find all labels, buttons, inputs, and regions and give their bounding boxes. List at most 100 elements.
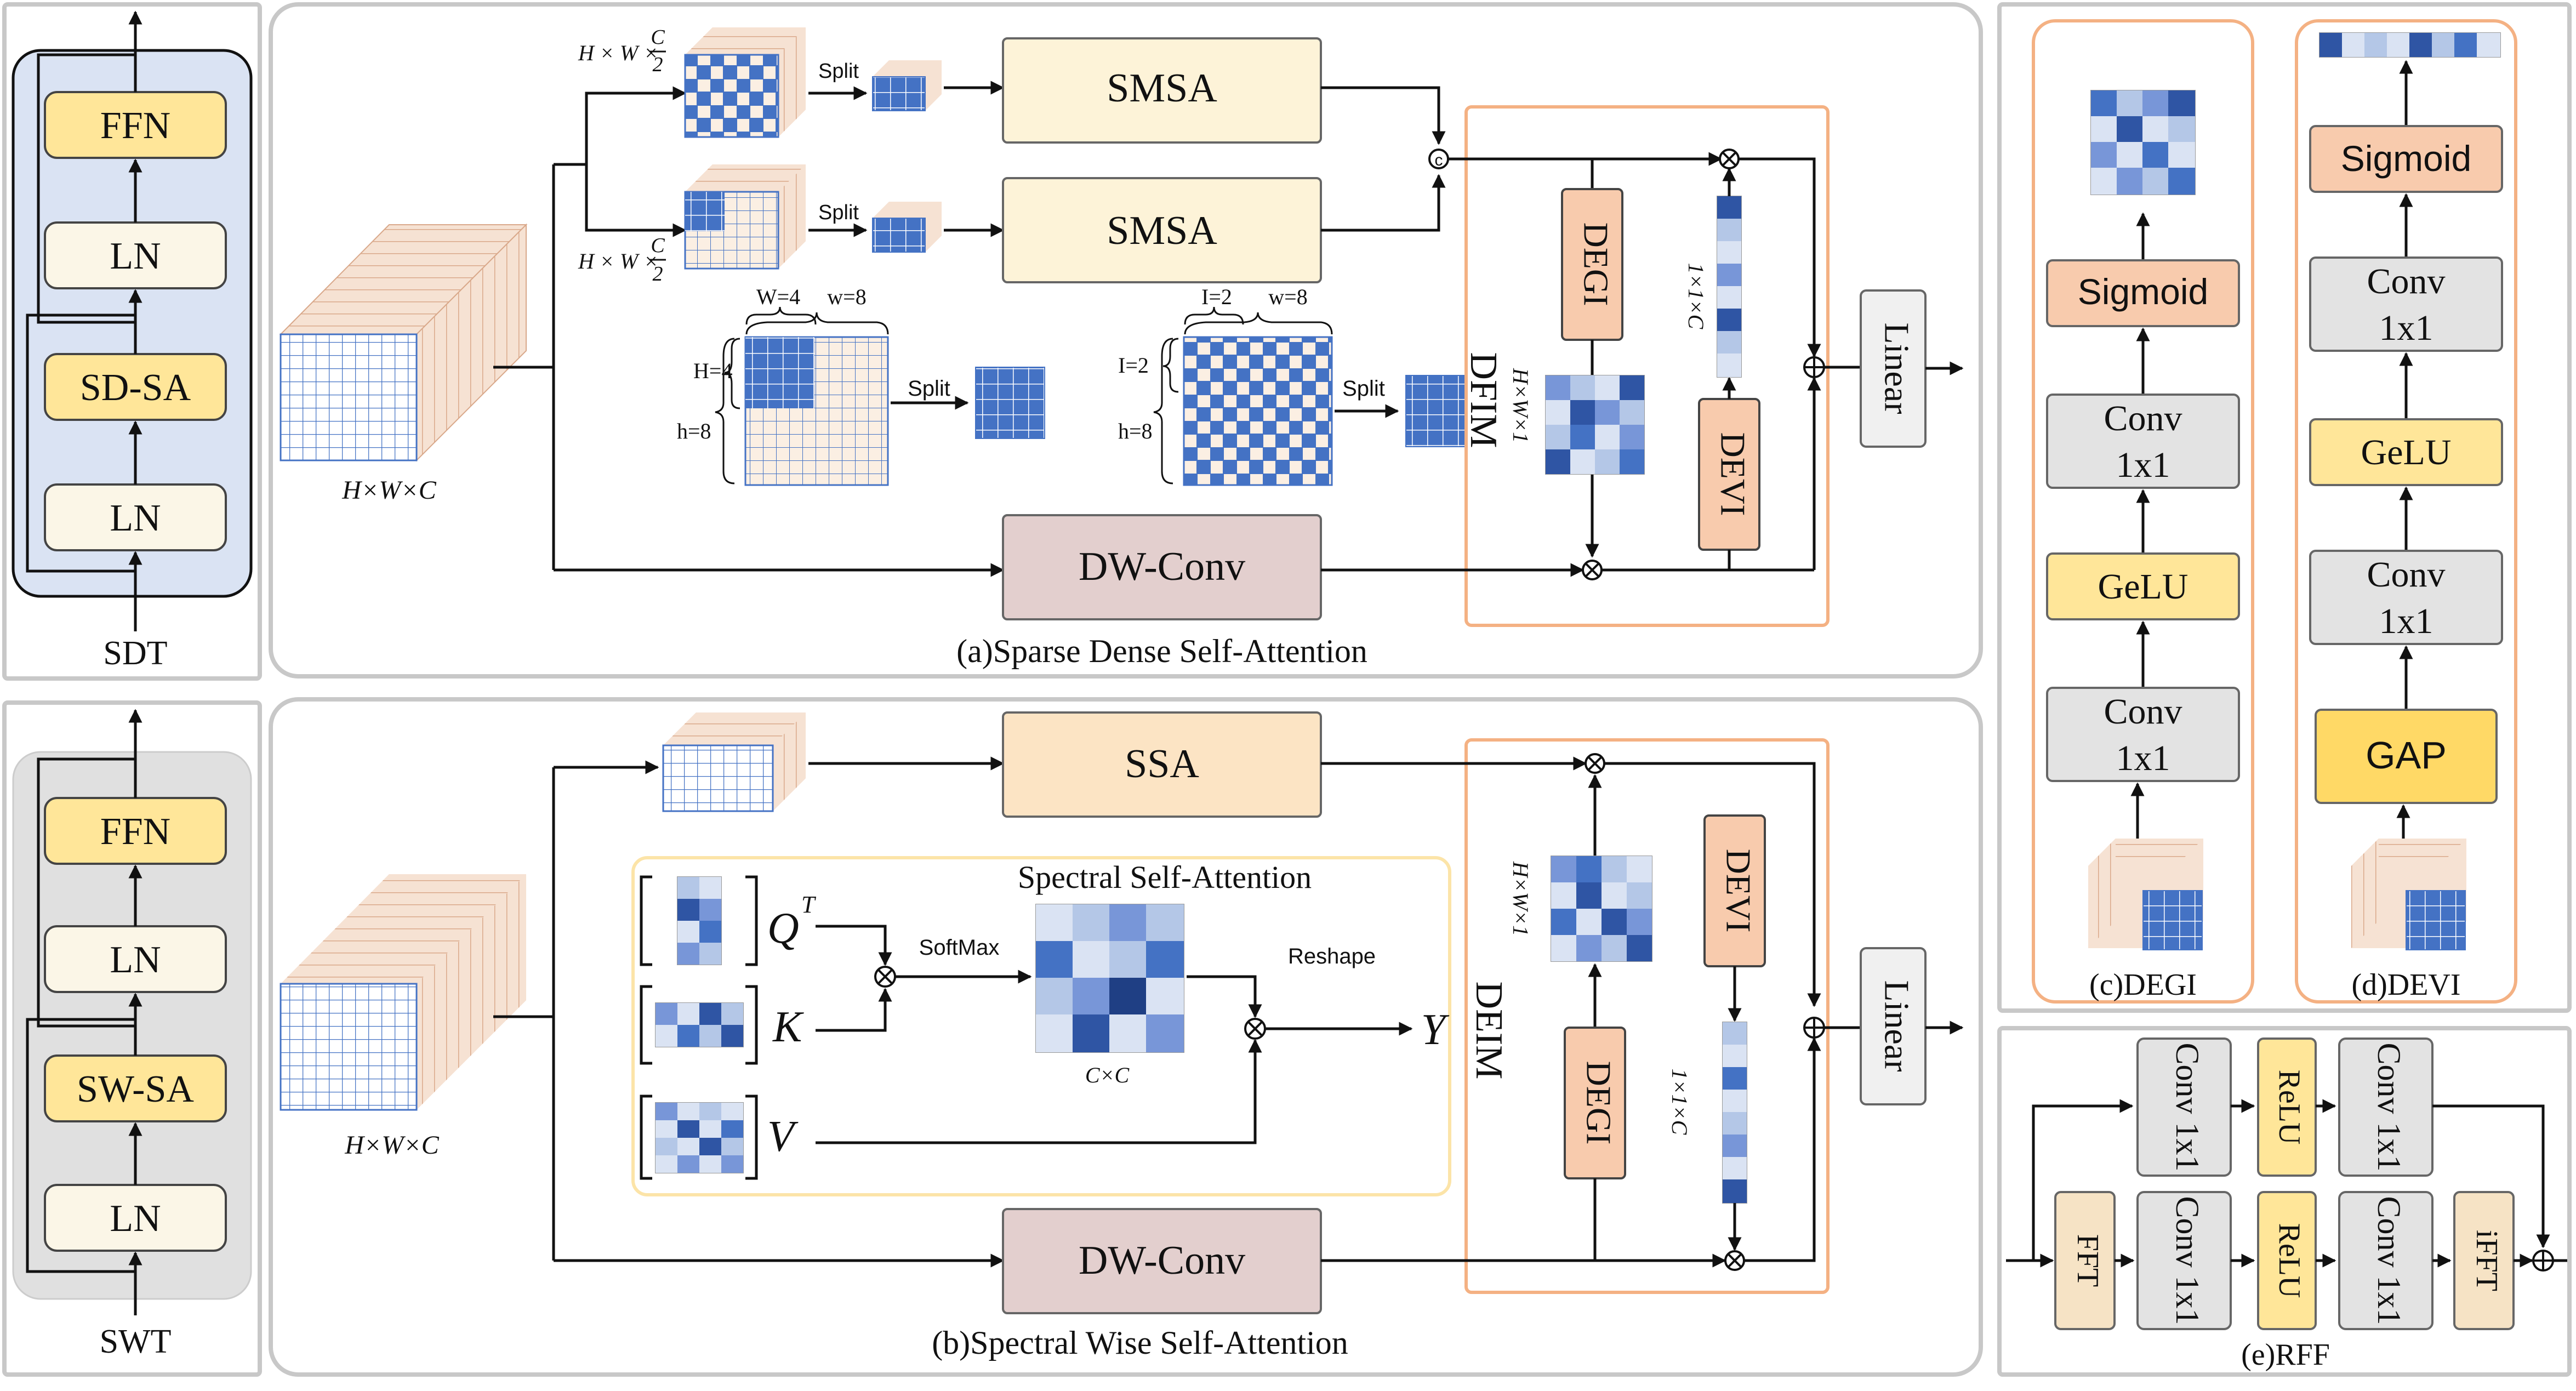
split-label-bottom: Split bbox=[818, 201, 859, 224]
k-label: K bbox=[772, 1003, 804, 1051]
reshape-label: Reshape bbox=[1288, 944, 1376, 968]
rff-fft-label: FFT bbox=[2071, 1234, 2105, 1287]
degi-gelu-label: GeLU bbox=[2098, 567, 2189, 607]
dense-split-label: Split bbox=[908, 377, 950, 401]
dense-window-grid bbox=[744, 336, 889, 486]
spatial-attention-map-a bbox=[1545, 375, 1645, 475]
cc-label: C×C bbox=[1085, 1063, 1130, 1087]
small-cube-top bbox=[872, 60, 942, 111]
dwconv-label-a: DW-Conv bbox=[1079, 544, 1245, 589]
smsa-block-1 bbox=[1002, 37, 1322, 144]
input-tensor-b bbox=[280, 874, 526, 1111]
v-label: V bbox=[767, 1113, 799, 1161]
degi-sigmoid-label: Sigmoid bbox=[2078, 271, 2208, 312]
devi-gap-label: GAP bbox=[2366, 734, 2447, 777]
sparse-I2-label: I=2 bbox=[1118, 353, 1149, 378]
degi-conv-lower-block bbox=[2046, 687, 2240, 782]
dwconv-label-b: DW-Conv bbox=[1079, 1238, 1245, 1283]
degi-conv-lower-label-2: 1x1 bbox=[2116, 738, 2170, 778]
smsa-label-1: SMSA bbox=[1107, 66, 1217, 111]
devi-gelu-block bbox=[2309, 418, 2503, 486]
spatial-attention-map-b bbox=[1551, 856, 1652, 962]
dfim-label: DFIM bbox=[1462, 352, 1504, 448]
devi-sigmoid-block bbox=[2309, 125, 2503, 193]
sdt-sdsa-label: SD-SA bbox=[80, 367, 191, 409]
softmax-label: SoftMax bbox=[919, 936, 1000, 960]
rff-conv-c-label: Conv 1x1 bbox=[2169, 1196, 2205, 1325]
rff-conv-d-label: Conv 1x1 bbox=[2371, 1196, 2407, 1325]
panel-sparse-dense-self-attention: H×W×C H × W × C 2 Split SMSA bbox=[269, 2, 1983, 679]
devi-label-a: DEVI bbox=[1713, 432, 1752, 516]
dim-label-top-den: 2 bbox=[653, 53, 663, 76]
degi-gelu-block bbox=[2046, 552, 2240, 620]
devi-conv-lower-label-2: 1x1 bbox=[2379, 601, 2433, 641]
dense-W-label: W=4 bbox=[756, 284, 800, 309]
degi-label-a: DEGI bbox=[1576, 223, 1615, 306]
degi-conv-upper-label-2: 1x1 bbox=[2116, 445, 2170, 485]
vec-dim-label-b: 1×1×C bbox=[1667, 1069, 1692, 1136]
degi-conv-upper-label-1: Conv bbox=[2104, 398, 2182, 438]
swt-panel: FFN LN SW-SA LN SWT bbox=[2, 700, 262, 1377]
q-matrix bbox=[640, 875, 758, 966]
swt-swsa-label: SW-SA bbox=[77, 1068, 194, 1110]
caption-e: (e)RFF bbox=[2241, 1338, 2330, 1372]
swt-ln-upper-label: LN bbox=[110, 939, 161, 981]
input-tensor-a bbox=[279, 223, 528, 462]
q-sup: T bbox=[801, 891, 817, 918]
panel-spectral-wise-self-attention: H×W×C SSA Spectral Self-Attention Q T bbox=[269, 697, 1983, 1377]
caption-b: (b)Spectral Wise Self-Attention bbox=[932, 1325, 1348, 1361]
split-tensor-bottom bbox=[684, 164, 806, 270]
sparse-split-label: Split bbox=[1342, 377, 1385, 401]
swt-ffn-label: FFN bbox=[100, 811, 170, 853]
devi-conv-upper-label-2: 1x1 bbox=[2379, 308, 2433, 348]
input-copy-tensor-b bbox=[662, 712, 806, 812]
v-matrix bbox=[640, 1094, 758, 1180]
devi-gelu-label: GeLU bbox=[2361, 432, 2452, 472]
linear-label-b: Linear bbox=[1877, 980, 1916, 1072]
panel-degi-devi: Sigmoid Conv 1x1 GeLU Conv 1x1 (c)DEGI S… bbox=[1997, 2, 2572, 1013]
devi-label-b: DEVI bbox=[1719, 849, 1758, 933]
sdt-panel: FFN LN SD-SA LN SDT bbox=[2, 2, 262, 681]
sparse-split-output bbox=[1405, 375, 1475, 447]
devi-gap-block bbox=[2315, 709, 2498, 804]
dense-split-output bbox=[975, 367, 1045, 439]
devi-sigmoid-label: Sigmoid bbox=[2341, 138, 2471, 179]
dim-label-bottom: H × W × bbox=[578, 249, 658, 273]
split-tensor-top bbox=[684, 27, 806, 138]
dim-label-top-num: C bbox=[651, 26, 665, 49]
sdt-ln-upper-label: LN bbox=[110, 235, 161, 277]
devi-output-vector bbox=[2319, 32, 2501, 58]
concat-label: c bbox=[1435, 151, 1443, 169]
sdt-ln-lower-label: LN bbox=[110, 497, 161, 539]
devi-conv-upper-block bbox=[2309, 256, 2503, 352]
channel-vector-b bbox=[1722, 1022, 1747, 1204]
degi-output-map bbox=[2090, 90, 2196, 195]
ssa-label: SSA bbox=[1125, 742, 1199, 786]
input-label-a: H×W×C bbox=[341, 476, 436, 505]
deim-dim-label: H×W×1 bbox=[1508, 861, 1533, 936]
vec-dim-label-a: 1×1×C bbox=[1684, 263, 1708, 330]
input-label-b: H×W×C bbox=[344, 1131, 439, 1160]
devi-conv-lower-block bbox=[2309, 550, 2503, 645]
panel-rff: Conv 1x1 ReLU Conv 1x1 FFT Conv 1x1 ReLU… bbox=[1997, 1026, 2572, 1377]
rff-ifft-label: iFFT bbox=[2470, 1230, 2504, 1291]
dim-label-bottom-den: 2 bbox=[653, 263, 663, 286]
deim-label: DEIM bbox=[1468, 982, 1510, 1080]
degi-input-tensor bbox=[2088, 839, 2203, 950]
linear-label-a: Linear bbox=[1877, 323, 1916, 414]
sdt-caption: SDT bbox=[103, 635, 167, 672]
attention-map-cc bbox=[1035, 904, 1184, 1053]
sparse-I-label: I=2 bbox=[1201, 284, 1232, 309]
rff-conv-b-label: Conv 1x1 bbox=[2371, 1042, 2407, 1171]
deim-box bbox=[1464, 738, 1830, 1294]
channel-vector-a bbox=[1717, 196, 1742, 378]
caption-a: (a)Sparse Dense Self-Attention bbox=[956, 633, 1367, 669]
sdt-ffn-label: FFN bbox=[100, 105, 170, 147]
spectral-title: Spectral Self-Attention bbox=[1018, 859, 1312, 895]
devi-input-tensor bbox=[2351, 839, 2466, 950]
dfim-dim-label: H×W×1 bbox=[1508, 368, 1533, 443]
small-cube-bottom bbox=[872, 202, 942, 253]
y-label: Y bbox=[1421, 1006, 1450, 1054]
k-matrix bbox=[640, 985, 758, 1065]
